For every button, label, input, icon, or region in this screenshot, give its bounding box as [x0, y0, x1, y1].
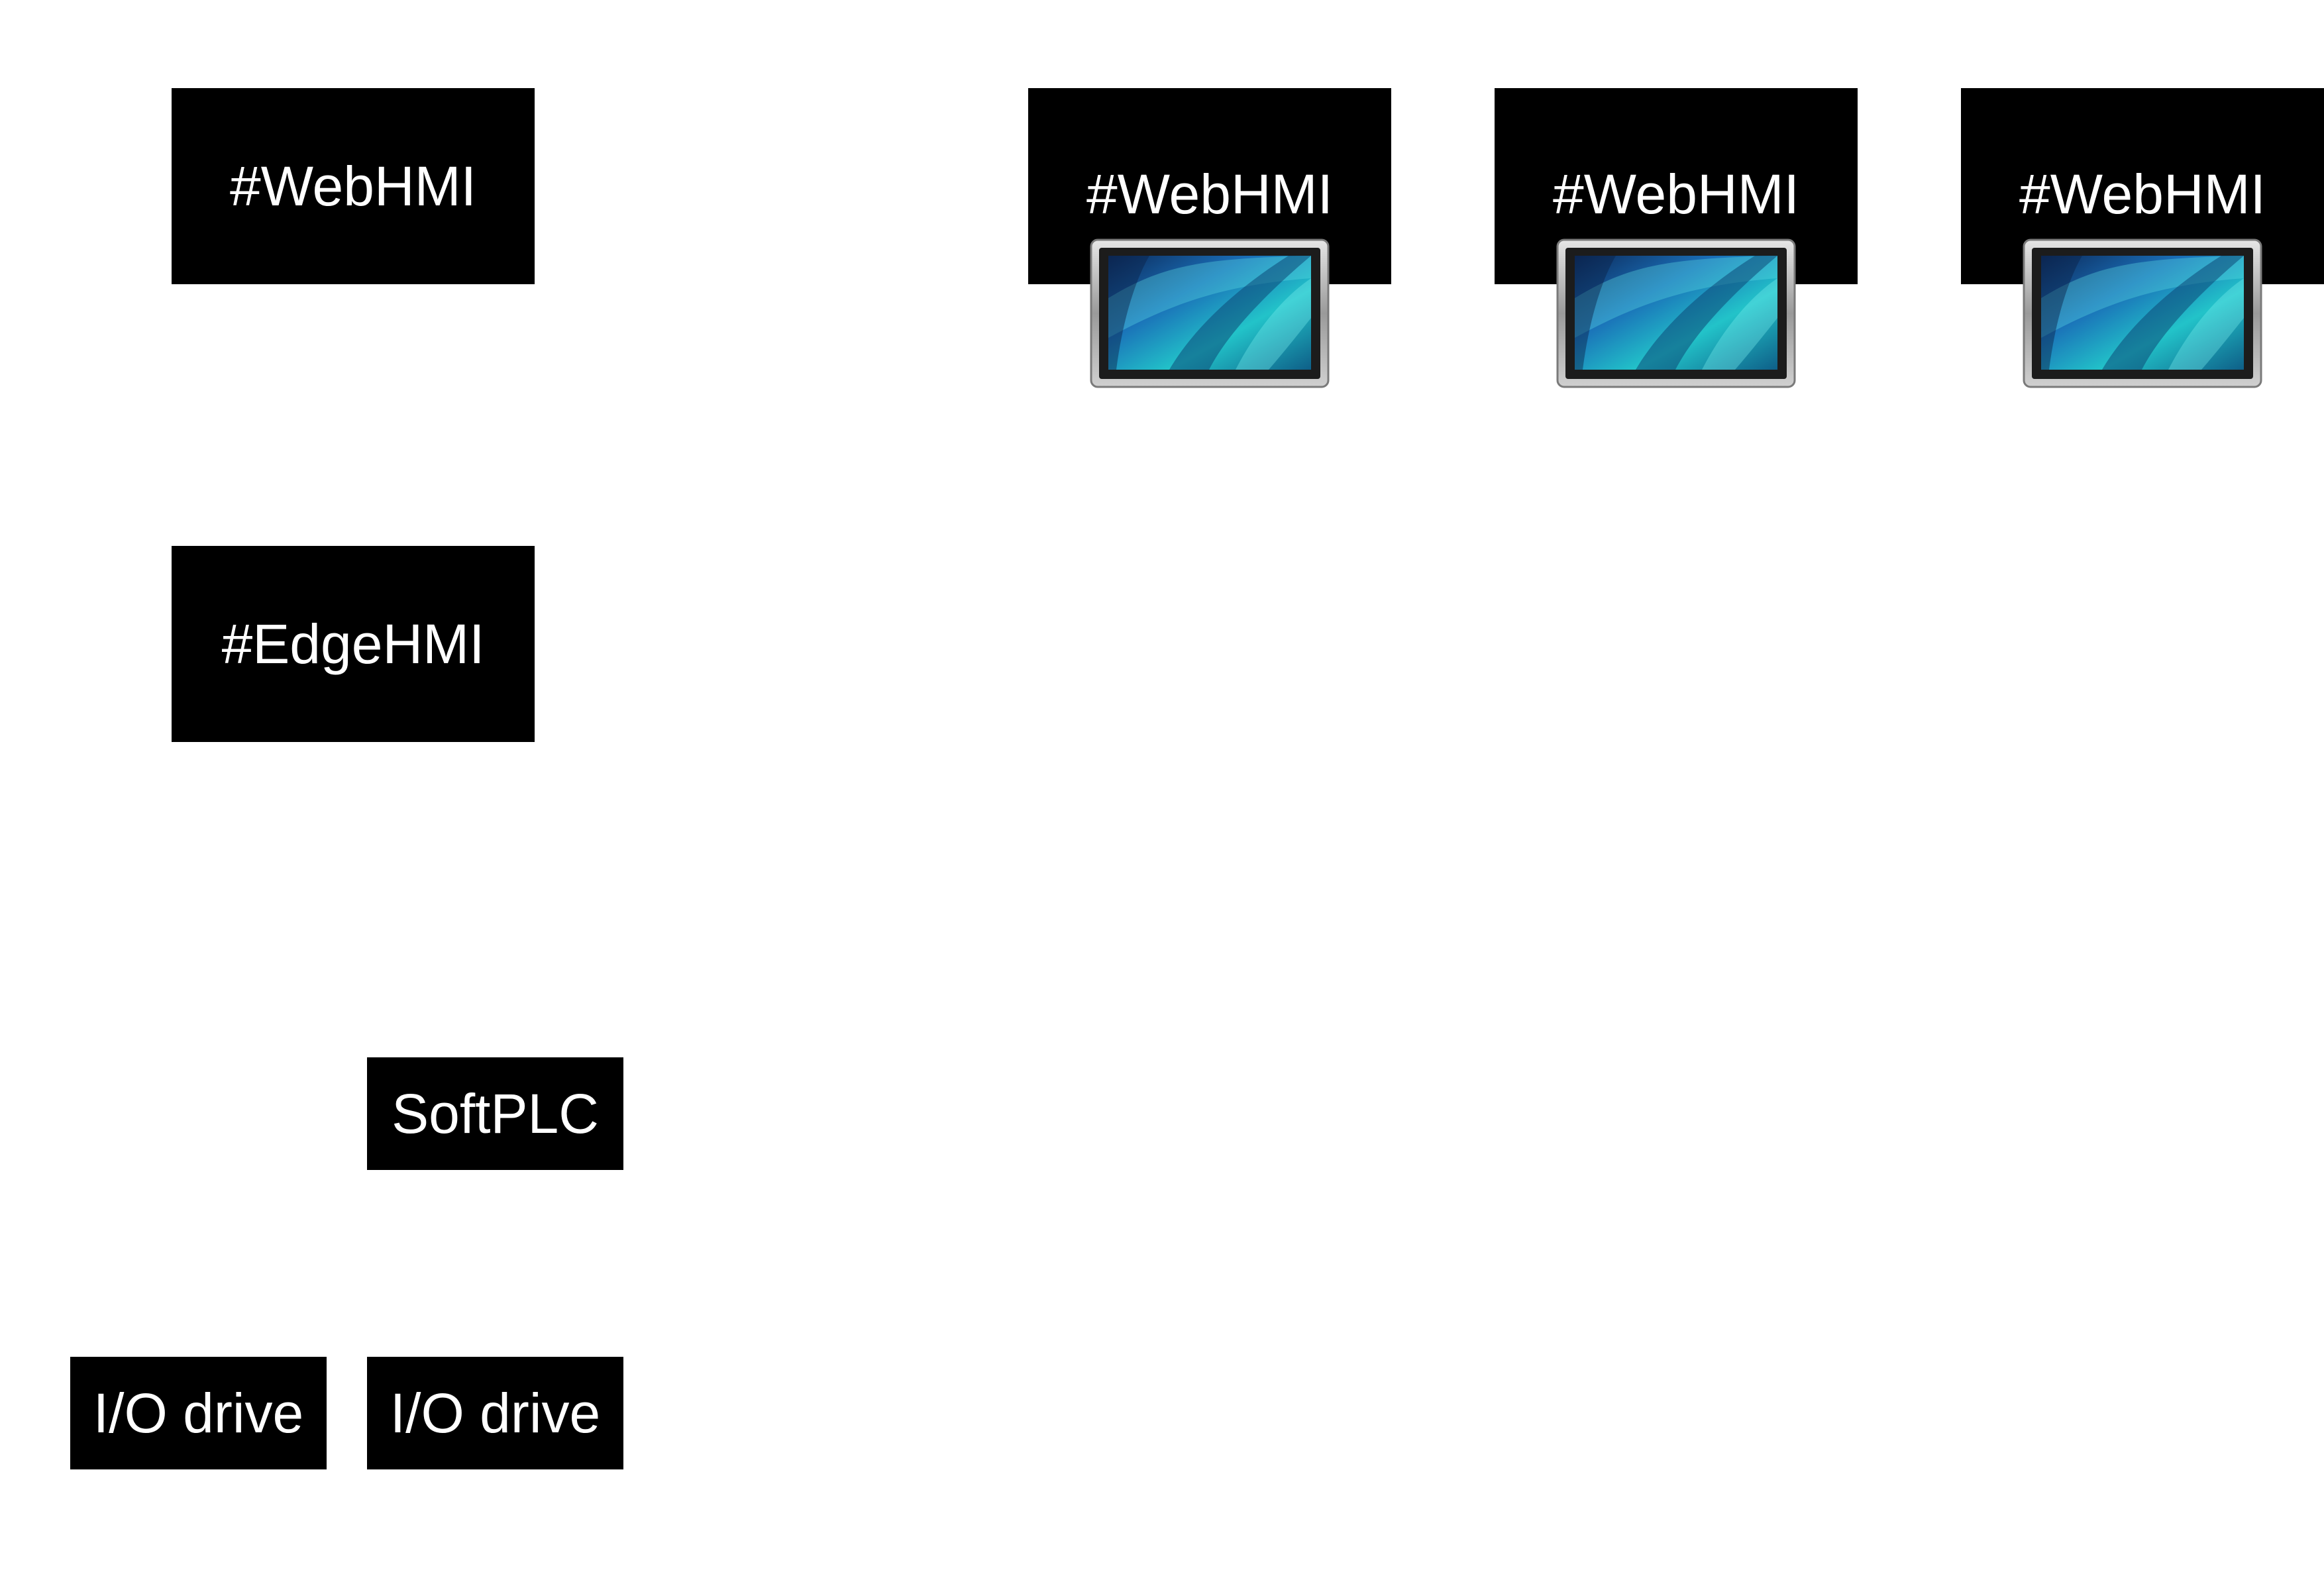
hmi-panel-icon	[1090, 238, 1330, 388]
edgehmi-node: #EdgeHMI	[172, 546, 535, 742]
webhmi-node: #WebHMI	[172, 88, 535, 284]
webhmi-label: #WebHMI	[2019, 163, 2266, 225]
webhmi-label: #WebHMI	[1086, 163, 1333, 225]
hmi-panel-icon	[1556, 238, 1796, 388]
webhmi-label: #WebHMI	[230, 154, 476, 217]
softplc-label: SoftPLC	[392, 1082, 599, 1145]
io-drive-node: I/O drive	[367, 1357, 623, 1469]
io-drive-node: I/O drive	[70, 1357, 327, 1469]
softplc-node: SoftPLC	[367, 1057, 623, 1170]
hmi-panel-icon	[2023, 238, 2262, 388]
edgehmi-label: #EdgeHMI	[221, 612, 485, 675]
io-drive-label: I/O drive	[93, 1381, 304, 1444]
io-drive-label: I/O drive	[390, 1381, 601, 1444]
webhmi-label: #WebHMI	[1553, 163, 1799, 225]
